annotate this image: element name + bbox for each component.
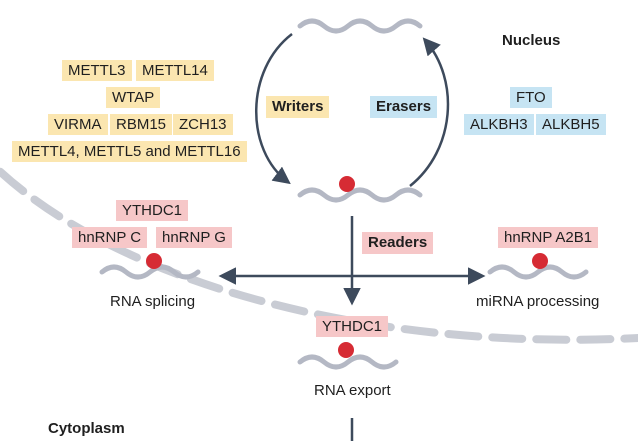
m6a-dot-splicing bbox=[146, 253, 162, 269]
process-label-mirna: miRNA processing bbox=[476, 293, 600, 310]
nucleus-label: Nucleus bbox=[502, 32, 561, 49]
rna-strand-methylated bbox=[297, 187, 423, 203]
reader-tag: YTHDC1 bbox=[316, 316, 389, 337]
writers-label: Writers bbox=[266, 96, 330, 118]
cytoplasm-label: Cytoplasm bbox=[48, 420, 125, 437]
process-label-export: RNA export bbox=[314, 382, 391, 399]
rna-strand-top bbox=[297, 18, 423, 34]
reader-tag: hnRNP C bbox=[72, 227, 148, 248]
eraser-tag: ALKBH3 bbox=[464, 114, 534, 135]
m6a-dot-export bbox=[338, 342, 354, 358]
erasers-arrow bbox=[409, 37, 450, 187]
m6a-dot-center bbox=[339, 176, 355, 192]
writer-tag: METTL14 bbox=[136, 60, 214, 81]
eraser-tag: ALKBH5 bbox=[536, 114, 606, 135]
m6a-dot-mirna bbox=[532, 253, 548, 269]
nuclear-membrane bbox=[0, 166, 638, 344]
writer-tag: RBM15 bbox=[110, 114, 173, 135]
rna-strand-mirna bbox=[487, 264, 589, 280]
writer-tag: METTL3 bbox=[62, 60, 132, 81]
readers-label: Readers bbox=[362, 232, 434, 254]
reader-tag: hnRNP A2B1 bbox=[498, 227, 599, 248]
reader-tag: YTHDC1 bbox=[116, 200, 189, 221]
process-label-splicing: RNA splicing bbox=[110, 293, 196, 310]
reader-tag: hnRNP G bbox=[156, 227, 232, 248]
writer-tag: ZCH13 bbox=[173, 114, 233, 135]
writer-tag: VIRMA bbox=[48, 114, 108, 135]
writers-arrow bbox=[255, 33, 293, 185]
writer-tag: WTAP bbox=[106, 87, 161, 108]
rna-strand-splicing bbox=[99, 264, 201, 280]
rna-strand-export bbox=[297, 354, 399, 370]
erasers-label: Erasers bbox=[370, 96, 438, 118]
writer-tag: METTL4, METTL5 and METTL16 bbox=[12, 141, 247, 162]
eraser-tag: FTO bbox=[510, 87, 552, 108]
